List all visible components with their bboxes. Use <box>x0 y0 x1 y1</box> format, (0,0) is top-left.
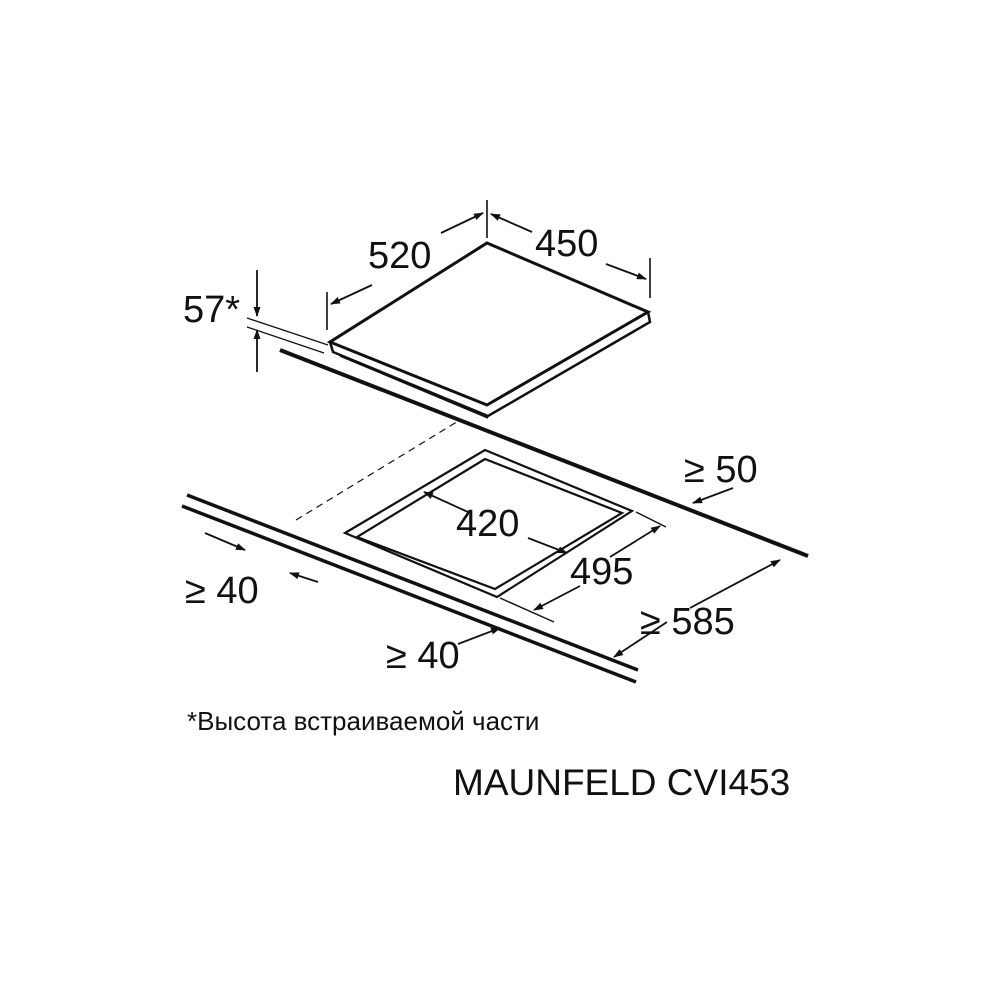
worktop-front-edge <box>181 493 639 684</box>
cutout-outline <box>342 448 635 599</box>
cutout-width-dimension <box>423 491 568 554</box>
hob-depth-label: 520 <box>368 235 431 277</box>
hob-width-dimension <box>490 213 651 298</box>
hob-width-label: 450 <box>535 223 598 265</box>
side-clearance-label: ≥ 40 <box>185 570 259 612</box>
front-clearance-label: ≥ 40 <box>386 635 460 677</box>
worktop-left-edge <box>295 419 461 521</box>
front-clearance-dimension <box>457 627 501 645</box>
insert-height-label: 57* <box>183 289 240 331</box>
model-name: MAUNFELD CVI453 <box>453 762 790 803</box>
hob-outline <box>326 241 652 419</box>
rear-clearance-label: ≥ 50 <box>684 449 758 491</box>
cutout-depth-dimension <box>499 511 667 623</box>
rear-clearance-dimension <box>692 487 734 504</box>
worktop-depth-label: ≥ 585 <box>640 601 735 643</box>
cutout-width-label: 420 <box>456 503 519 545</box>
worktop-rear-edge <box>279 348 809 558</box>
worktop-depth-dimension <box>613 559 781 658</box>
hob-depth-dimension <box>326 200 488 330</box>
insert-height-dimension <box>246 270 329 372</box>
footnote: *Высота встраиваемой части <box>187 706 539 736</box>
side-clearance-dimension <box>204 532 319 583</box>
cutout-depth-label: 495 <box>570 551 633 593</box>
